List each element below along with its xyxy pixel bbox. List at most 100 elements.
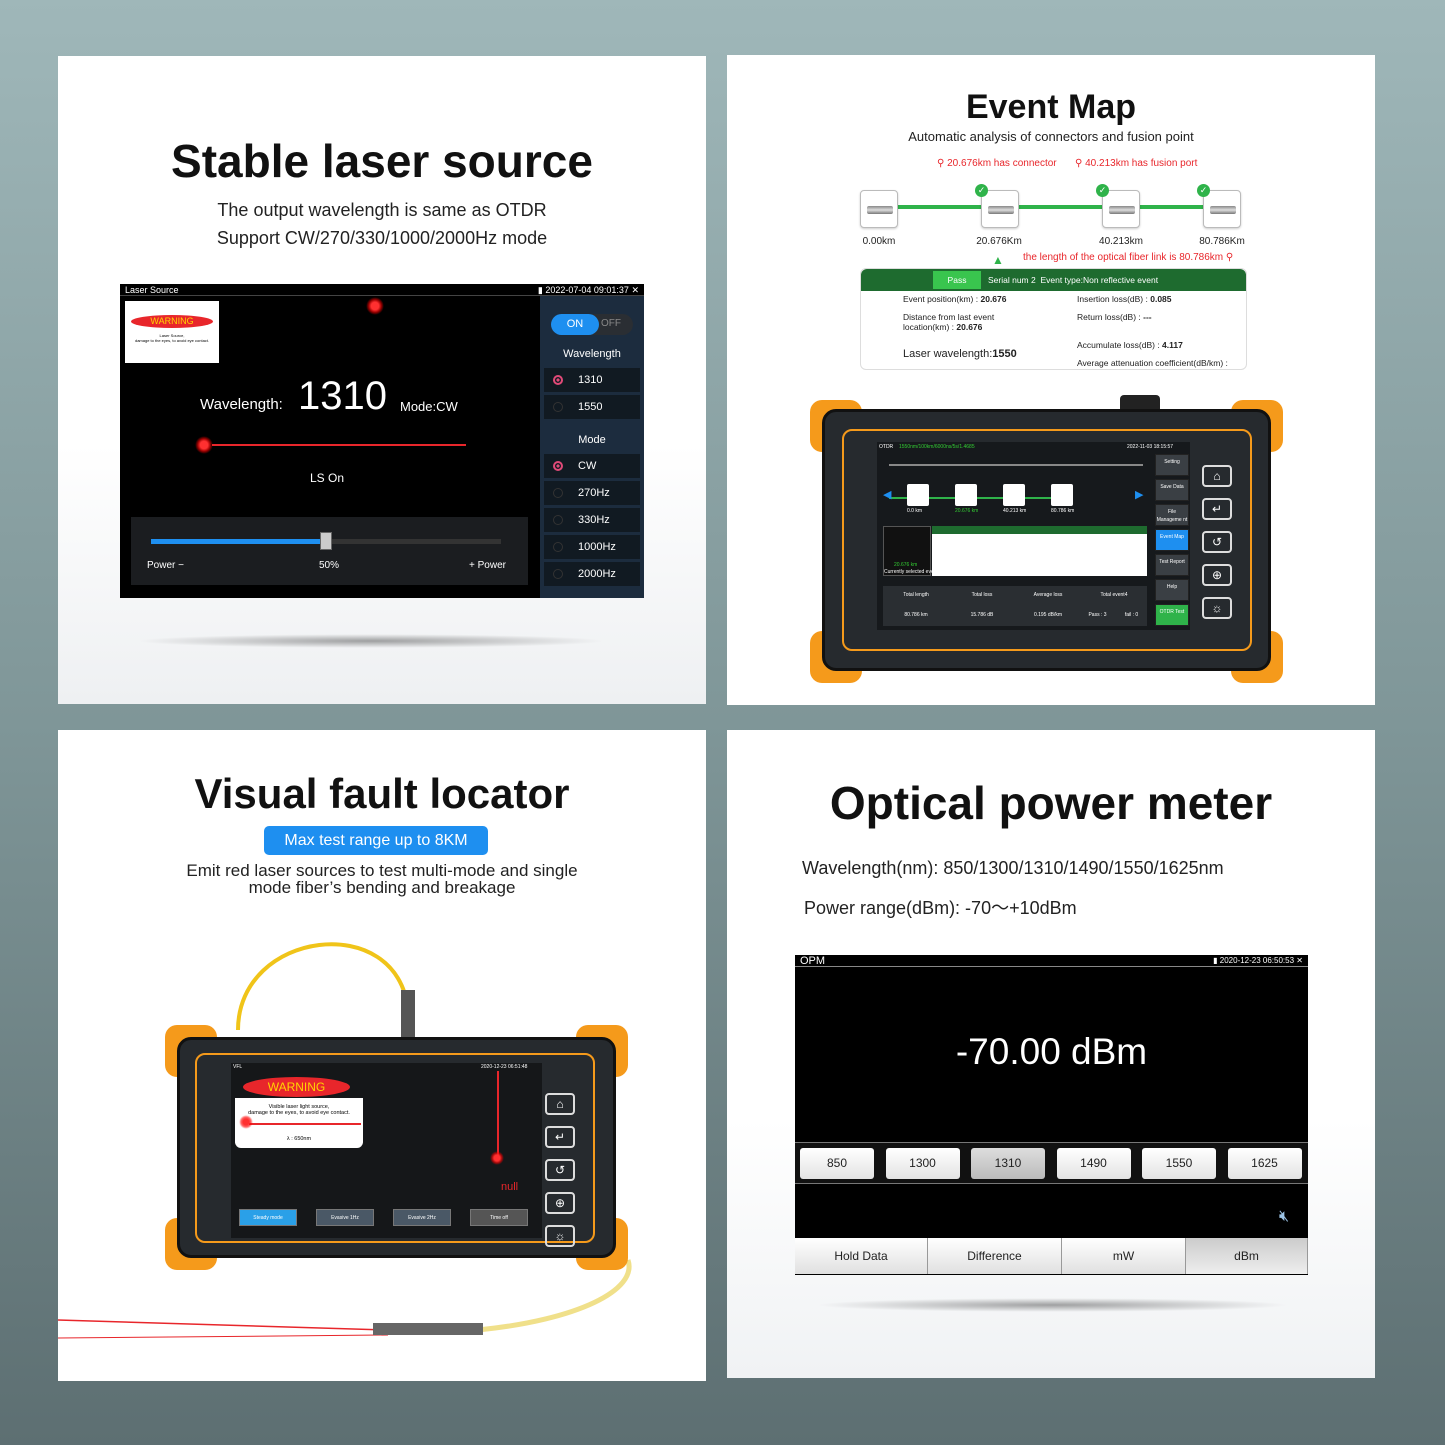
- laser-source-screen: Laser Source▮ 2022-07-04 09:01:37 ✕ WARN…: [120, 284, 644, 598]
- summary-value: Pass : 3: [1088, 612, 1107, 618]
- enter-icon[interactable]: ↵: [545, 1126, 575, 1148]
- power-range-spec: Power range(dBm): -70～+10dBm: [804, 898, 1077, 918]
- wavelength-option[interactable]: 1310: [544, 368, 640, 392]
- device-event-box[interactable]: [1003, 484, 1025, 506]
- next-arrow-icon[interactable]: ▶: [1135, 489, 1144, 501]
- distance-label: 40.213 km: [1003, 508, 1027, 514]
- laser-icon: [239, 1115, 253, 1129]
- zoom-icon[interactable]: ⊕: [545, 1192, 575, 1214]
- vfl-mode-button[interactable]: Evasive 1Hz: [316, 1209, 374, 1226]
- close-icon[interactable]: ✕: [1296, 956, 1303, 965]
- side-menu-item[interactable]: Save Data: [1155, 479, 1189, 501]
- wavelength-header: Wavelength: [563, 348, 621, 360]
- zoom-icon[interactable]: ⊕: [1202, 564, 1232, 586]
- power-increase-button[interactable]: + Power: [469, 560, 506, 571]
- slider-handle[interactable]: [320, 532, 332, 550]
- device-event-card: [932, 526, 1147, 576]
- radio-icon: [553, 542, 563, 552]
- shadow: [136, 634, 606, 648]
- vfl-mode-button[interactable]: Evasive 2Hz: [393, 1209, 451, 1226]
- panel-title: Stable laser source: [171, 135, 593, 187]
- opm-function-button[interactable]: dBm: [1186, 1238, 1308, 1274]
- vfl-mode-button[interactable]: Time off: [470, 1209, 528, 1226]
- back-icon[interactable]: ↺: [1202, 531, 1232, 553]
- close-icon[interactable]: ✕: [631, 285, 639, 295]
- pass-badge: Pass: [933, 271, 981, 289]
- wavelength-option[interactable]: 1550: [544, 395, 640, 419]
- opm-function-button[interactable]: Difference: [928, 1238, 1062, 1274]
- power-decrease-button[interactable]: Power −: [147, 560, 184, 571]
- summary-value: 80.786 km: [904, 612, 928, 618]
- device-event-box[interactable]: [955, 484, 977, 506]
- side-menu-item[interactable]: File Manageme nt: [1155, 504, 1189, 526]
- enter-icon[interactable]: ↵: [1202, 498, 1232, 520]
- laser-beam: [212, 444, 466, 446]
- fusion-event-box[interactable]: [1102, 190, 1140, 228]
- side-menu-item[interactable]: Setting: [1155, 454, 1189, 476]
- laser-beam: [497, 1071, 499, 1156]
- side-menu-item[interactable]: Help: [1155, 579, 1189, 601]
- summary-value: 15.786 dB: [970, 612, 994, 618]
- mode-option[interactable]: CW: [544, 454, 640, 478]
- side-menu-item[interactable]: Event Map: [1155, 529, 1189, 551]
- app-title: OPM: [800, 955, 826, 967]
- prev-arrow-icon[interactable]: ◀: [883, 489, 892, 501]
- wavelength-button[interactable]: 1550: [1142, 1148, 1216, 1179]
- distance-label: 40.213km: [1099, 236, 1143, 247]
- selected-marker-icon: ▲: [992, 253, 1004, 267]
- radio-icon: [553, 402, 563, 412]
- summary-header: Total length: [903, 592, 929, 598]
- distance-label: 20.676 km: [955, 508, 979, 514]
- end-event-box[interactable]: [1203, 190, 1241, 228]
- lock-icon: ▮: [1213, 956, 1220, 965]
- panel-description: Emit red laser sources to test multi-mod…: [186, 861, 578, 897]
- warning-card: WARNING Laser Source,damage to the eyes,…: [125, 301, 219, 363]
- connector-event-box[interactable]: [981, 190, 1019, 228]
- wavelength-button[interactable]: 1625: [1227, 1148, 1302, 1179]
- side-menu-item[interactable]: OTDR Test: [1155, 604, 1189, 626]
- summary-header: Average loss: [1033, 592, 1063, 598]
- laser-icon: [490, 1151, 504, 1165]
- battery-icon: ▮: [537, 285, 546, 295]
- wavelength-button[interactable]: 1300: [885, 1148, 960, 1179]
- device-event-box[interactable]: [907, 484, 929, 506]
- brightness-icon[interactable]: ☼: [545, 1225, 575, 1247]
- home-icon[interactable]: ⌂: [1202, 465, 1232, 487]
- brightness-icon[interactable]: ☼: [1202, 597, 1232, 619]
- shadow: [815, 1298, 1290, 1312]
- mode-option[interactable]: 2000Hz: [544, 562, 640, 586]
- on-off-toggle[interactable]: ON OFF: [551, 314, 633, 335]
- panel-subtitle: Support CW/270/330/1000/2000Hz mode: [216, 228, 548, 248]
- summary-header: Total event4: [1100, 592, 1128, 598]
- device-event-box[interactable]: [1051, 484, 1073, 506]
- opm-screen: OPM▮ 2020-12-23 06:50:53 ✕ -70.00 dBm 85…: [795, 955, 1308, 1275]
- mode-option[interactable]: 270Hz: [544, 481, 640, 505]
- opm-function-button[interactable]: mW: [1062, 1238, 1186, 1274]
- range-badge: Max test range up to 8KM: [264, 826, 488, 855]
- back-icon[interactable]: ↺: [545, 1159, 575, 1181]
- panel-subtitle: Automatic analysis of connectors and fus…: [908, 129, 1194, 144]
- wavelength-button[interactable]: 850: [800, 1148, 874, 1179]
- length-note: the length of the optical fiber link is …: [1023, 252, 1234, 263]
- start-event-box[interactable]: [860, 190, 898, 228]
- app-title: Laser Source: [125, 285, 179, 295]
- radio-icon: [553, 569, 563, 579]
- summary-value: 0.195 dB/km: [1033, 612, 1063, 618]
- mute-icon[interactable]: 🔇︎: [1279, 1208, 1290, 1225]
- status-text: LS On: [310, 471, 345, 485]
- side-menu-item[interactable]: Test Report: [1155, 554, 1189, 576]
- laser-icon: [366, 297, 384, 315]
- mode-option[interactable]: 330Hz: [544, 508, 640, 532]
- vfl-mode-button[interactable]: Steady mode: [239, 1209, 297, 1226]
- warning-text: Laser Source,damage to the eyes, to avoi…: [134, 333, 210, 343]
- wavelength-button[interactable]: 1490: [1056, 1148, 1131, 1179]
- wavelength-value: 1310: [298, 374, 387, 418]
- opm-function-button[interactable]: Hold Data: [795, 1238, 928, 1274]
- summary-header: Total loss: [971, 592, 993, 598]
- wavelength-button[interactable]: 1310: [971, 1148, 1045, 1179]
- home-icon[interactable]: ⌂: [545, 1093, 575, 1115]
- event-map-panel: Event Map Automatic analysis of connecto…: [727, 55, 1375, 705]
- mode-option[interactable]: 1000Hz: [544, 535, 640, 559]
